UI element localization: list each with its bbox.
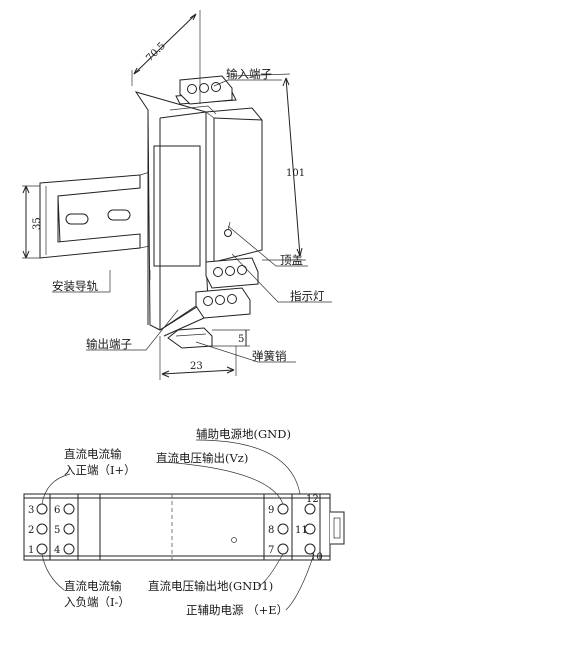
rail-value: 35 (32, 217, 43, 230)
label-top-cover: 顶盖 (280, 253, 303, 267)
rail-slot-2 (107, 209, 131, 221)
label-dc-current-input-neg-2: 入负端（I-） (64, 595, 130, 609)
dimension-rail: 35 (22, 185, 43, 259)
terminal-9 (277, 503, 289, 515)
terminal-12 (304, 503, 316, 515)
pin-3: 3 (28, 505, 34, 516)
pin-6: 6 (54, 505, 60, 516)
terminal-3 (36, 503, 48, 515)
terminal-column-left: 3 2 1 (28, 503, 48, 556)
terminal-column-right-outer: 12 11 10 (295, 494, 323, 563)
din-rail (39, 171, 151, 259)
input-terminal-block (179, 75, 233, 105)
dimension-width: 23 (159, 336, 237, 380)
label-dc-voltage-output: 直流电压输出(Vz) (156, 451, 248, 465)
output-terminal-block-lower (159, 287, 251, 337)
front-indicator-icon (231, 537, 237, 543)
terminal-column-right-inner: 9 8 7 (268, 503, 289, 556)
front-panel (153, 145, 201, 267)
terminal-7 (277, 543, 289, 555)
label-dc-current-input-neg-1: 直流电流输 (64, 579, 122, 593)
pin-1: 1 (28, 545, 34, 556)
pin-2: 2 (28, 525, 34, 536)
pin-9: 9 (268, 505, 274, 516)
pin-7: 7 (268, 545, 274, 556)
label-mounting-rail: 安装导轨 (52, 279, 98, 293)
terminal-11 (304, 523, 316, 535)
pin-12: 12 (306, 494, 319, 505)
pin-8: 8 (268, 525, 274, 536)
module-housing (134, 91, 263, 331)
label-dc-current-input-pos-2: 入正端（I+） (64, 463, 136, 477)
pin-10: 10 (310, 552, 323, 563)
clip-value: 5 (238, 334, 244, 345)
module-3d-view: 70.5 101 35 5 (22, 10, 332, 380)
label-indicator-lamp: 指示灯 (290, 289, 325, 303)
label-input-terminal: 输入端子 (226, 67, 272, 81)
label-output-terminal: 输出端子 (86, 337, 132, 351)
terminal-2 (36, 523, 48, 535)
terminal-column-second: 6 5 4 (54, 503, 75, 556)
height-value: 101 (286, 168, 305, 179)
spring-pin (167, 327, 213, 349)
pin-11: 11 (295, 525, 308, 536)
label-aux-power-ground: 辅助电源地(GND) (196, 427, 291, 441)
output-terminal-block-upper (205, 257, 259, 289)
label-dc-voltage-output-ground: 直流电压输出地(GND1) (148, 579, 273, 593)
rail-slot-1 (65, 213, 89, 225)
pin-5: 5 (54, 525, 60, 536)
dimension-clip: 5 (212, 329, 250, 347)
label-dc-current-input-pos-1: 直流电流输 (64, 447, 122, 461)
terminal-8 (277, 523, 289, 535)
terminal-10 (304, 543, 316, 555)
terminal-1 (36, 543, 48, 555)
terminal-6 (63, 503, 75, 515)
label-aux-power-positive: 正辅助电源 （+E） (186, 603, 288, 617)
pin-4: 4 (54, 545, 60, 556)
label-spring-pin: 弹簧销 (252, 349, 287, 363)
terminal-5 (63, 523, 75, 535)
width-value: 23 (190, 361, 203, 372)
module-front-view: 3 2 1 6 5 4 9 8 7 12 11 10 (23, 427, 345, 617)
terminal-4 (63, 543, 75, 555)
